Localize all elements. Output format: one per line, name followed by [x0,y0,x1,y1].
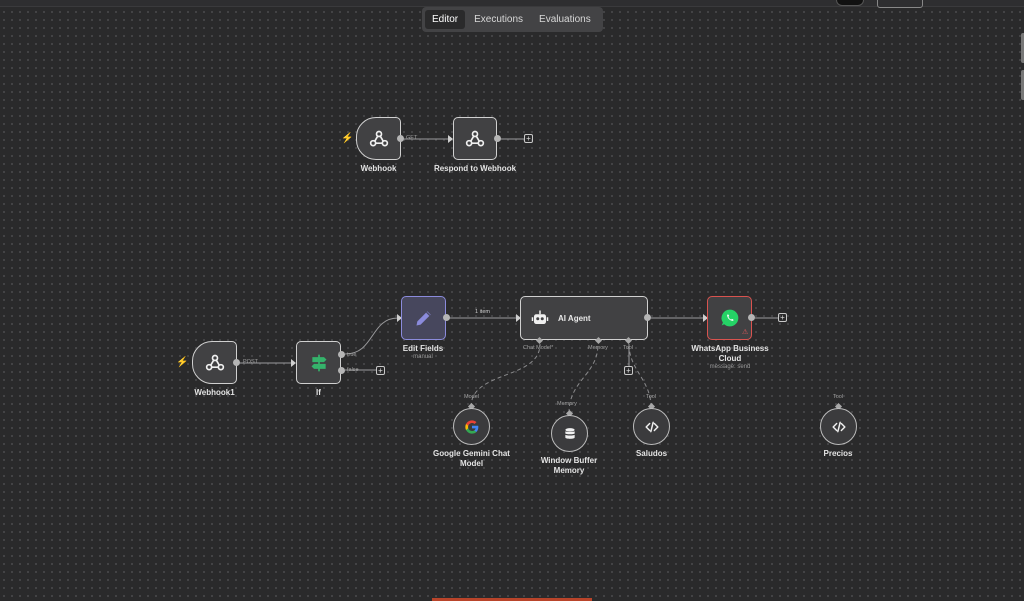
connection-label-false: false [347,367,359,373]
right-panel-handle-2[interactable] [1021,70,1024,100]
if-true-handle[interactable] [338,351,345,358]
respond-input-arrow [448,135,453,143]
webhook-icon [465,130,485,146]
port-label-chat-model: Chat Model* [523,345,554,351]
wire-memory-agent [568,343,599,414]
node-if[interactable] [296,341,341,384]
tab-evaluations[interactable]: Evaluations [539,14,591,25]
node-subtitle-whatsapp: message: send [709,364,751,370]
node-label-gemini: Google Gemini Chat Model [433,449,510,468]
connection-label-get: GET [406,135,418,141]
node-gemini[interactable] [453,408,490,445]
node-memory[interactable] [551,415,588,452]
node-webhook1[interactable] [192,341,237,384]
node-whatsapp[interactable]: ⚠ [707,296,752,340]
node-label-if: If [316,388,321,397]
port-label-memory: Memory [588,345,608,351]
port-label-tool: Tool [623,345,634,351]
connection-label-true: true [347,352,357,358]
node-label-webhook: Webhook [360,164,397,173]
tab-editor[interactable]: Editor [425,10,466,29]
whatsapp-icon [721,309,738,327]
node-label-edit-fields: Edit Fields [402,344,444,353]
edit-input-arrow [397,314,402,322]
node-label-whatsapp: WhatsApp Business Cloud [691,344,769,363]
right-panel-handle[interactable] [1021,33,1024,63]
node-label-saludos: Saludos [635,449,668,458]
node-subtitle-edit-fields: manual [413,354,433,360]
node-precios[interactable] [820,408,857,445]
connection-label-post: POST [243,359,258,365]
port-label-model: Model [464,394,479,400]
warning-icon: ⚠ [742,329,749,336]
respond-output-handle[interactable] [494,135,501,142]
if-false-handle[interactable] [338,367,345,374]
add-node-after-respond-button[interactable]: + [524,134,533,143]
top-bar [0,0,1024,8]
edit-output-handle[interactable] [443,314,450,321]
webhook-output-handle[interactable] [397,135,404,142]
trigger-bolt-icon: ⚡ [176,357,189,368]
google-icon [464,419,478,434]
robot-icon [531,310,549,324]
node-respond-to-webhook[interactable] [453,117,497,160]
connection-label-one-item: 1 item [475,309,490,315]
add-node-after-false-button[interactable]: + [376,366,385,375]
node-webhook[interactable] [356,117,401,160]
port-label-tool-saludos: Tool [646,394,657,400]
tab-executions[interactable]: Executions [474,14,524,25]
code-icon [831,421,846,432]
node-label-memory: Window Buffer Memory [540,456,598,475]
database-icon [564,427,575,439]
view-tabs: Editor Executions Evaluations [422,7,603,32]
webhook-icon [205,354,224,370]
trigger-bolt-icon: ⚡ [341,133,354,144]
code-icon [644,421,659,432]
agent-output-handle[interactable] [644,314,651,321]
webhook-icon [369,130,388,146]
signpost-icon [311,354,326,371]
node-label-webhook1: Webhook1 [194,388,235,397]
whatsapp-input-arrow [703,314,708,322]
node-label-precios: Precios [823,449,853,458]
bottom-action-bar[interactable] [432,598,592,601]
port-label-tool-precios: Tool [833,394,844,400]
agent-input-arrow [516,314,521,322]
if-input-arrow [291,359,296,367]
wire-if-edit [344,317,399,355]
whatsapp-output-handle[interactable] [748,314,755,321]
webhook1-output-handle[interactable] [233,359,240,366]
port-label-memory-in: Memory [557,401,577,407]
node-label-ai-agent: AI Agent [558,313,591,323]
node-ai-agent[interactable]: AI Agent [520,296,648,340]
node-saludos[interactable] [633,408,670,445]
top-action-button[interactable] [877,0,923,8]
pencil-icon [416,311,431,326]
add-node-after-whatsapp-button[interactable]: + [778,313,787,322]
node-edit-fields[interactable] [401,296,446,340]
node-label-respond: Respond to Webhook [433,164,517,173]
add-tool-button[interactable]: + [624,366,633,375]
wire-gemini-agent [470,343,541,408]
